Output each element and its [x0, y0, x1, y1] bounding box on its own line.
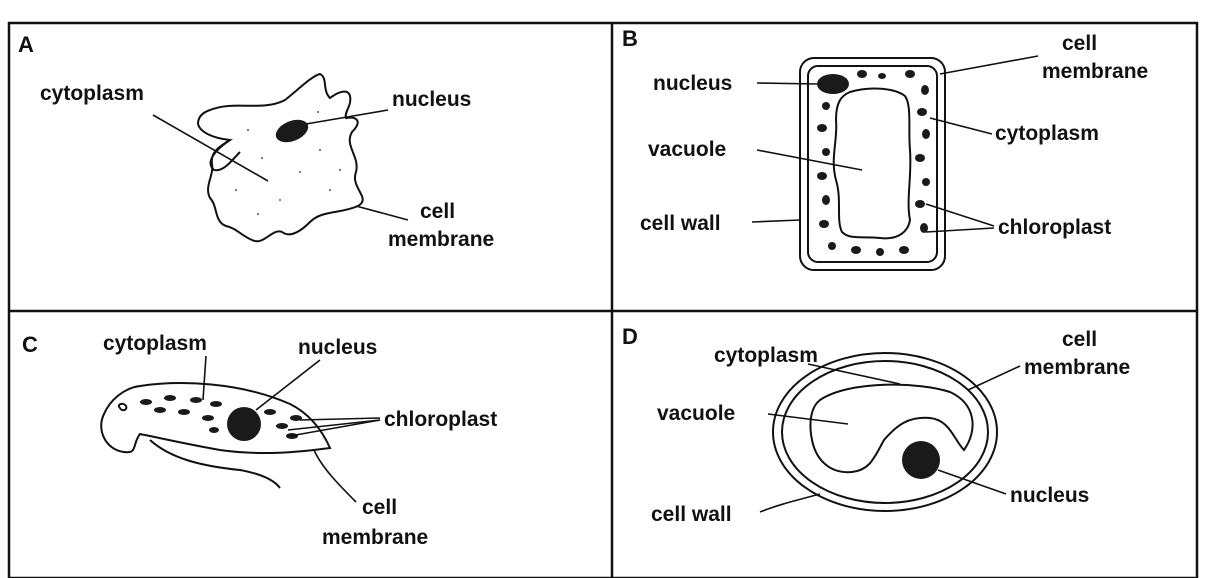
panel-letter-a: A	[18, 32, 34, 57]
label-b-cell-wall: cell wall	[640, 212, 721, 235]
label-d-cytoplasm: cytoplasm	[714, 344, 818, 367]
label-b-cytoplasm: cytoplasm	[995, 122, 1099, 145]
leader-d-nucleus	[938, 470, 1006, 494]
leader-a-membrane	[356, 206, 408, 220]
label-b-membrane-2: membrane	[1042, 60, 1148, 83]
leader-d-cytoplasm	[808, 364, 900, 384]
leader-b-cytoplasm	[930, 118, 992, 134]
amoeba-nucleus	[272, 115, 311, 146]
label-d-cell-wall: cell wall	[651, 503, 732, 526]
label-d-membrane-2: membrane	[1024, 356, 1130, 379]
leader-c-membrane	[314, 450, 356, 502]
leader-c-chloroplast-1	[300, 418, 380, 420]
label-b-nucleus: nucleus	[653, 72, 732, 95]
round-cell-wall	[773, 353, 997, 511]
label-d-vacuole: vacuole	[657, 402, 735, 425]
label-a-cytoplasm: cytoplasm	[40, 82, 144, 105]
label-a-membrane-1: cell	[420, 200, 455, 223]
euglena-flagellum	[150, 440, 280, 488]
leader-d-vacuole	[768, 414, 848, 424]
amoeba-outline	[198, 74, 363, 241]
label-a-membrane-2: membrane	[388, 228, 494, 251]
panel-letter-d: D	[622, 324, 638, 349]
leader-b-nucleus	[757, 83, 817, 84]
label-c-membrane-1: cell	[362, 496, 397, 519]
panel-d: D cytoplasm cell membrane vacuole cell w…	[622, 324, 1130, 526]
euglena-eyespot	[119, 404, 127, 410]
euglena-nucleus	[227, 407, 261, 441]
panel-a: A cytoplasm nucleus cell membrane	[18, 32, 494, 251]
label-c-membrane-2: membrane	[322, 526, 428, 549]
label-c-cytoplasm: cytoplasm	[103, 332, 207, 355]
panel-letter-c: C	[22, 332, 38, 357]
label-d-membrane-1: cell	[1062, 328, 1097, 351]
label-b-vacuole: vacuole	[648, 138, 726, 161]
label-b-membrane-1: cell	[1062, 32, 1097, 55]
leader-b-vacuole	[757, 150, 862, 170]
label-d-nucleus: nucleus	[1010, 484, 1089, 507]
leader-b-cell-wall	[752, 220, 800, 222]
panel-c: C cytoplasm nucleus chloroplast cell mem…	[22, 332, 497, 549]
round-cell-membrane	[782, 361, 988, 503]
round-cell-vacuole	[810, 385, 972, 473]
leader-d-cell-wall	[760, 494, 820, 512]
leader-c-cytoplasm	[203, 356, 206, 400]
leader-a-cytoplasm	[153, 115, 268, 181]
panel-b: B nucleus cell membrane cytoplasm vacuol…	[622, 26, 1148, 270]
round-cell-nucleus	[902, 441, 940, 479]
label-c-chloroplast: chloroplast	[384, 408, 497, 431]
amoeba-pseudopod	[211, 140, 240, 170]
leader-d-membrane	[968, 366, 1020, 390]
leader-b-membrane	[940, 56, 1038, 74]
label-c-nucleus: nucleus	[298, 336, 377, 359]
plant-vacuole	[834, 89, 911, 239]
label-b-chloroplast: chloroplast	[998, 216, 1111, 239]
euglena-chloroplasts	[140, 395, 302, 439]
plant-nucleus	[817, 74, 849, 94]
panel-letter-b: B	[622, 26, 638, 51]
label-a-nucleus: nucleus	[392, 88, 471, 111]
